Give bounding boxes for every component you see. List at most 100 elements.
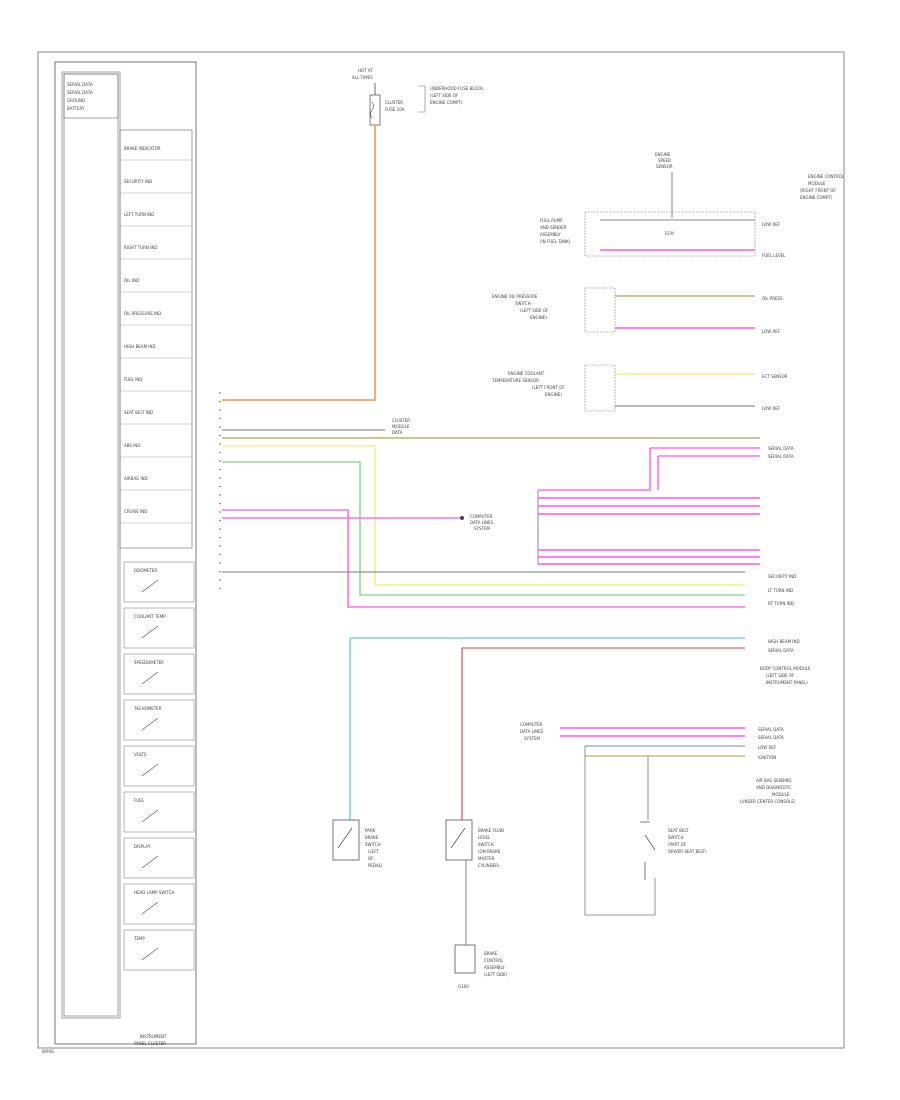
cluster-gauge-label: ODOMETER [134,568,157,573]
airbag-pin-serial-1: SERIAL DATA [758,727,784,732]
seatbelt-switch-3: (PART OF [668,842,687,847]
fuel-pin-low-ref: LOW REF [762,222,781,227]
cluster-gauge-needle [141,671,159,685]
park-brake-label-2: BRAKE [365,835,379,840]
bcm-note-3: INSTRUMENT PANEL) [766,680,808,685]
cluster-footer-label-2: PANEL CLUSTER [134,1041,166,1046]
ground-label-2: CONTROL [484,958,504,963]
cluster-gauge-box [123,561,195,603]
airbag-pin-low-ref: LOW REF [758,745,777,750]
bus-label-serial-1: SERIAL DATA [768,446,794,451]
cluster-fuse: HOT AT ALL TIMES CLUSTER FUSE 10A UNDERH… [352,68,483,126]
cluster-gauge-needle [141,579,159,593]
cluster-segment-label: LEFT TURN IND [124,212,154,217]
connector-pin-dot [219,460,221,462]
connector-pin-dot [219,587,221,590]
coolant-pin-low-ref: LOW REF [762,406,781,411]
brake-fluid-label-4: (ON BRAKE [478,849,501,854]
ground-id: G100 [458,984,469,989]
connector-pin-dot [219,579,221,581]
park-brake-label-5: OF [368,856,374,861]
fuel-sender-label-2: AND SENDER [540,225,567,230]
oil-label-4: ENGINE) [530,315,547,320]
cluster-segment-label: BRAKE INDICATOR [124,146,161,151]
cluster-gauge-needle [141,717,159,731]
park-brake-label-4: (LEFT [368,849,380,854]
fuel-sender-label-1: FUEL PUMP [540,218,563,223]
cluster-segment-label: OIL IND [124,278,139,283]
brake-fluid-label-6: CYLINDER) [478,863,500,868]
connector-pin-dot [219,409,221,411]
fuel-sender-label-4: (IN FUEL TANK) [540,239,571,244]
connector-pin-dot [219,562,221,564]
wire-yellow [222,445,745,586]
connector-pin-dot [219,392,221,394]
cluster-gauge-box [123,699,195,741]
fuse-hot-label-1: HOT AT [358,68,373,73]
cluster-gauge-box [123,745,195,787]
brake-fluid-label-3: SWITCH [478,842,494,847]
coolant-label-1: ENGINE COOLANT [508,371,545,376]
oil-label-1: ENGINE OIL PRESSURE [492,294,538,299]
cluster-gauge-needle [141,855,159,869]
data-bus-group [537,447,760,565]
bcm-top-label-2: SERIAL DATA [768,648,794,653]
ground-g100: BRAKE CONTROL ASSEMBLY (LEFT SIDE) G100 [454,944,508,989]
airbag-module-label-1: COMPUTER [520,722,543,727]
cluster-gauge-box [123,883,195,925]
oil-pressure-switch: ENGINE OIL PRESSURE SWITCH (LEFT SIDE OF… [492,287,783,334]
cluster-gauge-needle [141,809,159,823]
cluster-gauge-needle [141,625,159,639]
cluster-segment-label: SEAT BELT IND [124,410,153,415]
brake-fluid-label-2: LEVEL [478,835,491,840]
connector-pin-dot [219,443,221,445]
park-brake-label-3: SWITCH [365,842,381,847]
wire-pink-left [222,509,745,608]
airbag-module-label-3: SYSTEM [524,736,540,741]
airbag-note-2: AND DIAGNOSTIC [756,785,791,790]
connector-pin-dot [219,477,221,479]
connector-pin-dot [219,468,221,471]
cluster-gauge-needle [141,901,159,915]
fuse-name-1: CLUSTER [385,100,403,105]
bus-label-security: SECURITY IND [768,574,796,579]
ecm-note-1: ENGINE CONTROL [808,174,845,179]
fuel-sender-label-3: ASSEMBLY [540,232,561,237]
junction-dot [460,516,464,520]
connector-pin-dot [219,536,221,539]
bcm-note-1: BODY CONTROL MODULE [760,666,811,671]
engine-speed-sensor-1: ENGINE [655,152,671,157]
fuel-sender-ecm: ENGINE SPEED SENSOR ENGINE CONTROL MODUL… [540,152,845,258]
oil-label-2: SWITCH [515,301,531,306]
ecm-note-4: ENGINE COMPT) [800,195,833,200]
cluster-gauge-label: HEAD LAMP SWITCH [134,890,175,895]
oil-pin-press: OIL PRESS [762,296,783,301]
cluster-top-label-3: GROUND [67,98,85,103]
cluster-top-label-1: SERIAL DATA [67,82,93,87]
coolant-label-3: (LEFT FRONT OF [532,385,565,390]
wire-green [222,461,745,596]
ground-label-3: ASSEMBLY [484,965,505,970]
oil-label-3: (LEFT SIDE OF [520,308,549,313]
connector-pin-dot [219,519,221,522]
engine-speed-sensor-3: SENSOR [656,164,673,169]
junction-label-2: DATA LINES [470,520,494,525]
left-connector-label-3: DATA [392,430,403,435]
cluster-segment-label: OIL PRESSURE IND [124,311,161,316]
bcm-top-label-1: HIGH BEAM IND [768,639,800,644]
coolant-label-2: TEMPERATURE SENSOR [491,378,539,383]
ground-label-1: BRAKE [484,951,498,956]
ecm-note-3: (RIGHT FRONT OF [800,188,836,193]
cluster-segment-label: HIGH BEAM IND [124,344,156,349]
junction-label-3: SYSTEM [474,526,490,531]
cluster-footer-label-1: INSTRUMENT [140,1034,167,1039]
connector-pin-dot [219,434,221,437]
connector-pin-dot [219,553,221,556]
cluster-gauge-box [123,791,195,833]
cluster-gauge-box [123,837,195,879]
cluster-gauge-box [123,929,195,971]
footer-code: W94G [42,1049,54,1054]
connector-pin-dot [219,400,221,403]
cluster-segment-label: ABS IND [124,443,140,448]
seatbelt-switch-4: DRIVER SEAT BELT) [668,849,707,854]
